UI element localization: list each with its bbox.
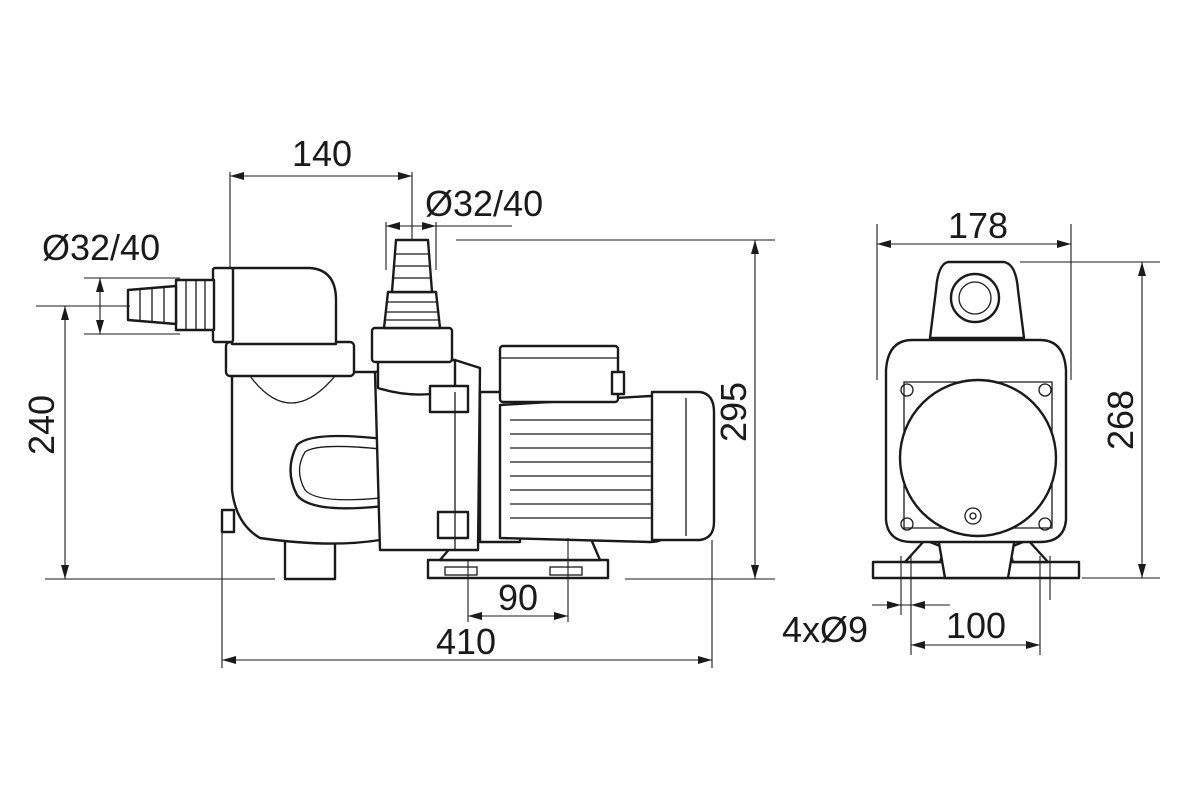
front-bolt-br xyxy=(1038,517,1052,531)
inlet-elbow xyxy=(230,266,338,346)
outlet-nut xyxy=(370,326,454,364)
side-view-dimensions: 140 Ø32/40 Ø32/40 240 295 xyxy=(21,133,775,668)
front-bolt-bl xyxy=(900,517,914,531)
dim-label-inlet-diameter: Ø32/40 xyxy=(42,227,160,268)
dim-label-outlet-diameter: Ø32/40 xyxy=(425,183,543,224)
dim-label-178: 178 xyxy=(948,205,1008,246)
front-bolt-tl xyxy=(900,383,914,397)
housing-bolt-bottom xyxy=(436,510,470,540)
pump-front-view xyxy=(871,260,1081,580)
terminal-box xyxy=(498,344,620,404)
front-drain-screw xyxy=(964,507,982,525)
dim-label-240: 240 xyxy=(21,395,62,455)
inlet-connector xyxy=(174,278,216,332)
dim-label-mount-holes: 4xØ9 xyxy=(782,609,868,650)
dim-label-295: 295 xyxy=(713,382,754,442)
pump-side-view xyxy=(126,238,716,581)
front-bolt-tr xyxy=(1038,383,1052,397)
lid-dome-line xyxy=(249,375,336,404)
dim-label-410: 410 xyxy=(436,621,496,662)
strainer-lid-ring xyxy=(224,340,356,378)
front-view-dimensions: 178 268 4xØ9 100 xyxy=(782,205,1160,655)
dim-label-268: 268 xyxy=(1100,390,1141,450)
outlet-connector xyxy=(382,290,442,330)
pot-recess-inner xyxy=(298,445,391,501)
dim-label-140: 140 xyxy=(292,133,352,174)
fan-cover xyxy=(650,390,716,542)
dim-label-100: 100 xyxy=(946,605,1006,646)
motor-body xyxy=(498,394,670,544)
cable-gland xyxy=(610,370,626,396)
housing-bolt-top xyxy=(428,384,470,414)
drain-plug xyxy=(220,508,236,534)
dim-label-90: 90 xyxy=(498,577,538,618)
base-slot-right xyxy=(549,566,583,576)
motor-cooling-fins xyxy=(510,419,656,519)
base-slot-left xyxy=(444,566,478,576)
front-motor-face xyxy=(898,378,1058,538)
pot-recess xyxy=(289,434,394,510)
front-port-opening xyxy=(949,272,1001,324)
inlet-flange xyxy=(211,266,235,344)
